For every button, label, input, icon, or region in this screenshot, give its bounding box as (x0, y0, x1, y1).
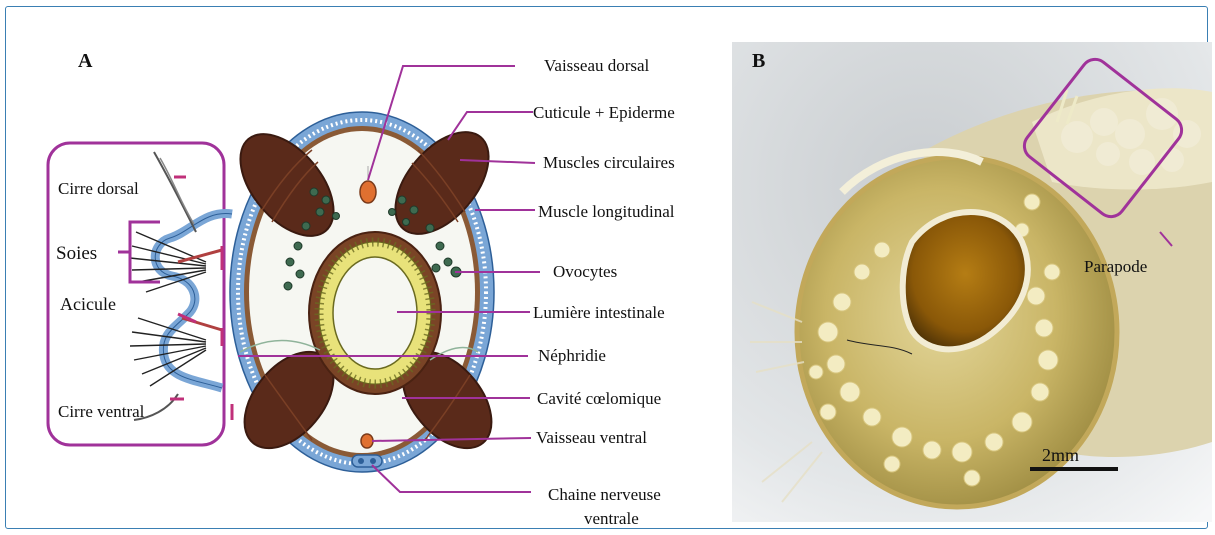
label-ovocytes: Ovocytes (553, 263, 617, 280)
label-vaisseau-ventral: Vaisseau ventral (536, 429, 647, 446)
label-nephridie: Néphridie (538, 347, 606, 364)
scale-bar (1030, 467, 1118, 471)
panel-b-photo (732, 42, 1212, 522)
ventral-nerve-cord (352, 455, 382, 467)
label-muscle-longitudinal: Muscle longitudinal (538, 203, 674, 220)
label-muscles-circulaires: Muscles circulaires (543, 154, 675, 171)
acicule-upper (178, 250, 222, 262)
label-cirre-dorsal: Cirre dorsal (58, 180, 139, 197)
label-chaine-ventrale: ventrale (584, 510, 639, 527)
panel-b-letter: B (752, 50, 765, 73)
label-scale-2mm: 2mm (1042, 446, 1079, 464)
label-lumiere-intestinale: Lumière intestinale (533, 304, 665, 321)
label-acicule: Acicule (60, 295, 116, 313)
dorsal-vessel (360, 181, 376, 203)
dorsal-cirrus (154, 152, 196, 232)
label-chaine-nerveuse: Chaine nerveuse (548, 486, 661, 503)
panel-a-letter: A (78, 50, 92, 73)
label-soies: Soies (56, 244, 97, 263)
ventral-vessel (361, 434, 373, 448)
label-parapode: Parapode (1084, 258, 1147, 275)
label-cuticule-epiderme: Cuticule + Epiderme (533, 104, 675, 121)
worm-cross-section-photo (732, 42, 1212, 522)
label-cavite-coelomique: Cavité cœlomique (537, 390, 661, 407)
label-cirre-ventral: Cirre ventral (58, 403, 144, 420)
label-vaisseau-dorsal: Vaisseau dorsal (544, 57, 649, 74)
